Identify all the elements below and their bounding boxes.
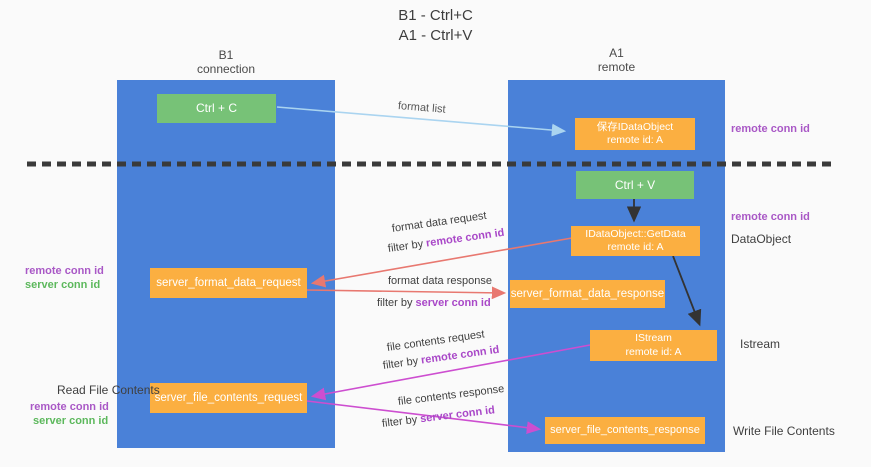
right-write-file-contents-label: Write File Contents bbox=[733, 424, 835, 438]
right-column-title: A1 bbox=[609, 46, 624, 60]
ctrl-c-node: Ctrl + C bbox=[157, 94, 276, 123]
ctrl-v-label: Ctrl + V bbox=[614, 177, 656, 192]
right-istream-label: Istream bbox=[740, 337, 781, 351]
server-file-contents-request-label: server_file_contents_request bbox=[154, 391, 303, 404]
left-server-conn-id-top: server conn id bbox=[25, 279, 101, 291]
filter-by-text-1: filter by bbox=[387, 237, 427, 255]
istream-node-line2: remote id: A bbox=[625, 345, 682, 358]
server-conn-id-highlight-4: server conn id bbox=[419, 404, 496, 426]
save-idataobject-text: 保存IDataObject remote id: A bbox=[597, 121, 673, 147]
left-read-file-contents-label: Read File Contents bbox=[57, 383, 160, 397]
server-format-data-response-label: server_format_data_response bbox=[510, 287, 665, 300]
filter-by-text-3: filter by bbox=[382, 354, 422, 372]
left-remote-conn-id-bottom: remote conn id bbox=[30, 401, 109, 413]
server-conn-id-highlight-2: server conn id bbox=[415, 297, 491, 309]
save-idataobject-line2: remote id: A bbox=[606, 134, 663, 146]
file-contents-response-filter-label: filter by server conn id bbox=[381, 404, 495, 430]
idataobject-getdata-text: IDataObject::GetData remote id: A bbox=[585, 228, 685, 254]
left-column-subtitle: connection bbox=[196, 61, 256, 76]
format-list-arrow-label: format list bbox=[397, 100, 447, 116]
save-idataobject-node: 保存IDataObject remote id: A bbox=[575, 118, 695, 150]
idataobject-getdata-line1: IDataObject::GetData bbox=[585, 227, 686, 240]
left-column-title: B1 bbox=[218, 48, 234, 62]
remote-conn-id-highlight-1: remote conn id bbox=[425, 226, 506, 250]
filter-by-text-2: filter by bbox=[377, 297, 416, 309]
left-column-header: B1 connection bbox=[117, 48, 335, 77]
server-format-data-request-label: server_format_data_request bbox=[156, 276, 301, 289]
istream-node-line1: IStream bbox=[635, 332, 672, 345]
server-format-data-request-node: server_format_data_request bbox=[150, 268, 307, 298]
server-file-contents-response-label: server_file_contents_response bbox=[550, 423, 700, 436]
format-data-response-arrow-label: format data response bbox=[388, 275, 492, 287]
format-data-response-filter-label: filter by server conn id bbox=[377, 297, 491, 309]
left-remote-conn-id-top: remote conn id bbox=[25, 265, 104, 277]
istream-node: IStream remote id: A bbox=[590, 330, 717, 361]
format-data-response-arrow bbox=[306, 286, 507, 300]
right-remote-conn-id-top: remote conn id bbox=[731, 123, 810, 135]
right-remote-conn-id-mid: remote conn id bbox=[731, 211, 810, 223]
title-line-1: B1 - Ctrl+C bbox=[398, 7, 473, 24]
save-idataobject-line1: 保存IDataObject bbox=[596, 120, 674, 133]
title-line-2: A1 - Ctrl+V bbox=[398, 26, 473, 44]
idataobject-getdata-line2: remote id: A bbox=[607, 241, 664, 253]
filter-by-text-4: filter by bbox=[381, 413, 421, 430]
right-dataobject-label: DataObject bbox=[731, 232, 792, 246]
idataobject-getdata-node: IDataObject::GetData remote id: A bbox=[571, 226, 700, 256]
right-column-header: A1 remote bbox=[508, 46, 725, 75]
server-format-data-response-node: server_format_data_response bbox=[510, 280, 665, 308]
left-server-conn-id-bottom: server conn id bbox=[33, 415, 109, 427]
diagram-title: B1 - Ctrl+C A1 - Ctrl+V bbox=[0, 6, 871, 45]
istream-node-text: IStream remote id: A bbox=[625, 332, 681, 358]
server-file-contents-response-node: server_file_contents_response bbox=[545, 417, 705, 444]
server-file-contents-request-node: server_file_contents_request bbox=[150, 383, 307, 413]
ctrl-v-node: Ctrl + V bbox=[576, 171, 694, 199]
right-column-subtitle: remote bbox=[597, 59, 636, 74]
ctrl-c-label: Ctrl + C bbox=[195, 101, 237, 115]
